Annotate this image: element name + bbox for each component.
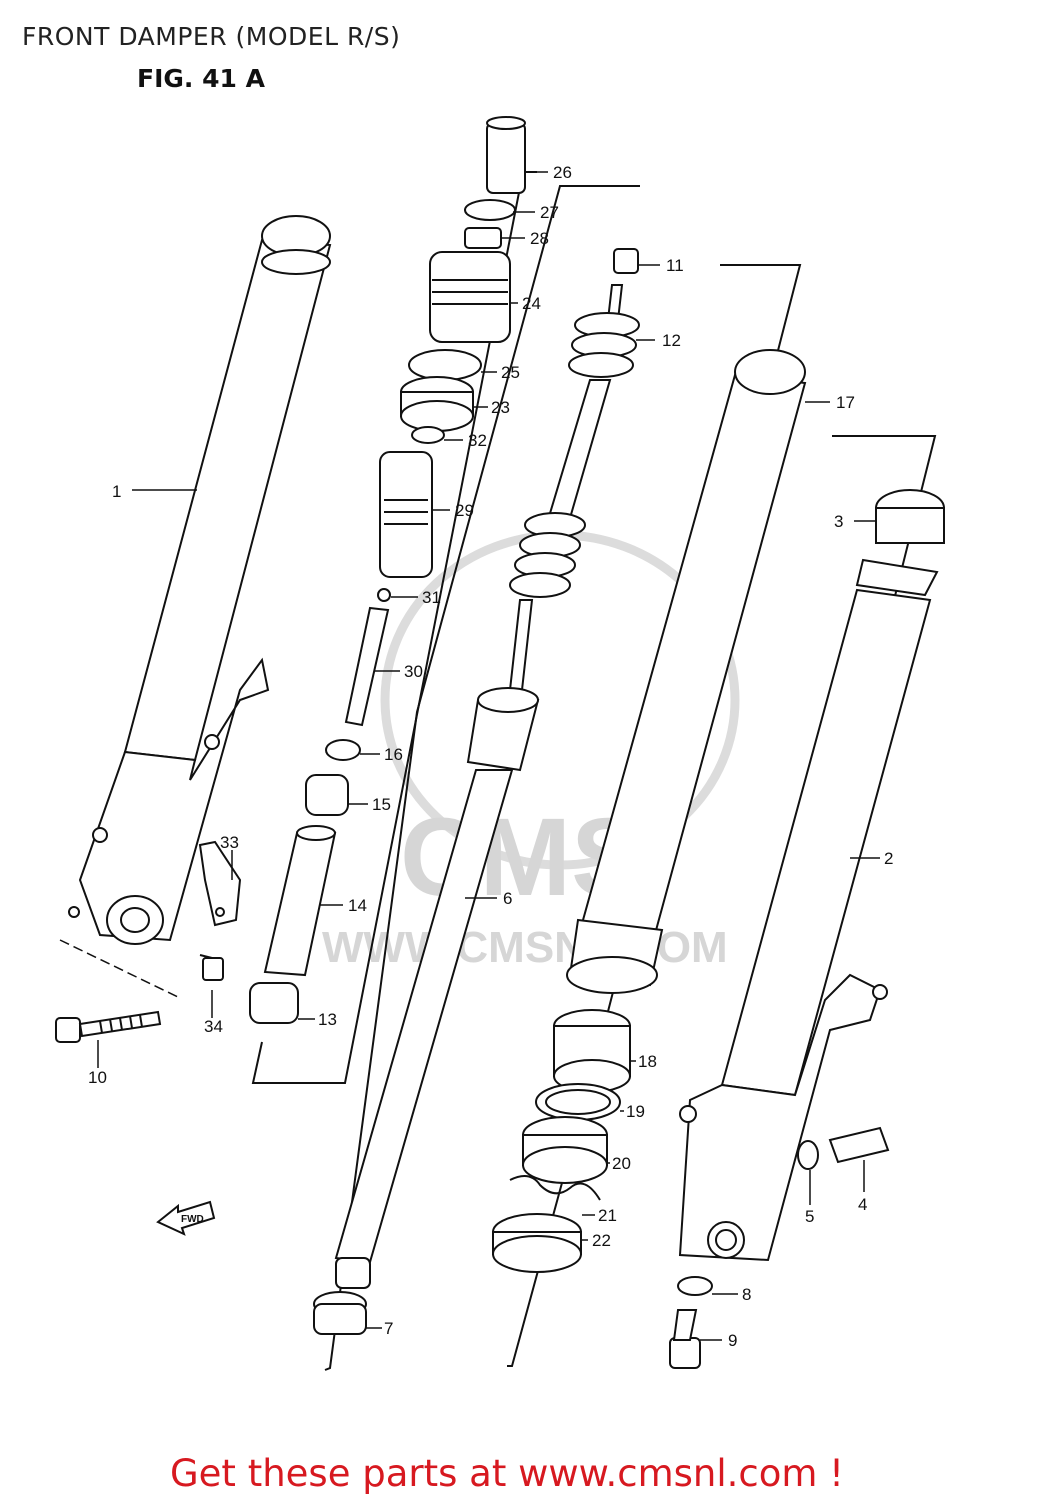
oil-lock-piece [305,774,349,816]
part-label-23: 23 [491,398,510,417]
damper-piston [379,451,433,578]
part-label-9: 9 [728,1331,737,1350]
part-label-10: 10 [88,1068,107,1087]
part-label-12: 12 [662,331,681,350]
axle-dashed-line [59,939,181,999]
damper-lower-cap [249,982,299,1024]
fwd-arrow-icon: FWD [156,1200,216,1236]
part-label-20: 20 [612,1154,631,1173]
part-label-33: 33 [220,833,239,852]
part-label-6: 6 [503,889,512,908]
part-label-3: 3 [834,512,843,531]
part-label-26: 26 [553,163,572,182]
part-label-5: 5 [805,1207,814,1226]
part-label-31: 31 [422,588,441,607]
page-title: FRONT DAMPER (MODEL R/S) [22,22,401,51]
part-label-30: 30 [404,662,423,681]
washer-8 [677,1276,713,1296]
drain-bleed-valve [828,1126,890,1164]
part-label-14: 14 [348,896,367,915]
part-label-19: 19 [626,1102,645,1121]
part-number-labels: 1 2 3 4 5 6 7 8 9 10 11 12 13 14 15 16 1… [88,163,893,1350]
part-label-34: 34 [204,1017,223,1036]
get-parts-link[interactable]: Get these parts at www.cmsnl.com ! [170,1452,845,1495]
part-label-29: 29 [455,501,474,520]
outer-tube [566,349,807,994]
part-label-1: 1 [112,482,121,501]
part-label-4: 4 [858,1195,867,1214]
part-label-17: 17 [836,393,855,412]
frame-damper-parts [251,171,524,1084]
damper-rod [344,606,390,727]
part-label-16: 16 [384,745,403,764]
cap-bolt-9 [669,1337,701,1369]
washer-5 [797,1140,819,1170]
nut [613,248,639,274]
axle-pinch-bolt [55,1010,162,1043]
left-fork-leg [68,215,332,945]
part-label-15: 15 [372,795,391,814]
bracket [198,840,242,927]
part-label-27: 27 [540,203,559,222]
damper-adjuster [429,251,511,343]
part-label-7: 7 [384,1319,393,1338]
part-label-2: 2 [884,849,893,868]
part-label-11: 11 [666,256,684,275]
exploded-parts-diagram: CMS WWW.CMSNL.COM [55,116,945,1371]
part-label-24: 24 [522,294,541,313]
part-label-22: 22 [592,1231,611,1250]
damper-top-bolt [486,122,526,194]
frame-inner-tube [324,185,640,1371]
part-label-32: 32 [468,431,487,450]
leader-lines [97,171,880,1341]
part-label-28: 28 [530,229,549,248]
spring-cartridge [313,248,640,1335]
damper-stack [249,116,526,1024]
figure-number: FIG. 41 A [137,64,265,93]
seal-stack [492,1009,631,1273]
part-label-21: 21 [598,1206,617,1225]
part-label-8: 8 [742,1285,751,1304]
fwd-label: FWD [181,1214,204,1225]
right-fork-leg [678,489,945,1262]
part-label-13: 13 [318,1010,337,1029]
part-label-18: 18 [638,1052,657,1071]
bracket-bolt [199,954,224,981]
small-fasteners [669,1126,890,1369]
part-label-25: 25 [501,363,520,382]
